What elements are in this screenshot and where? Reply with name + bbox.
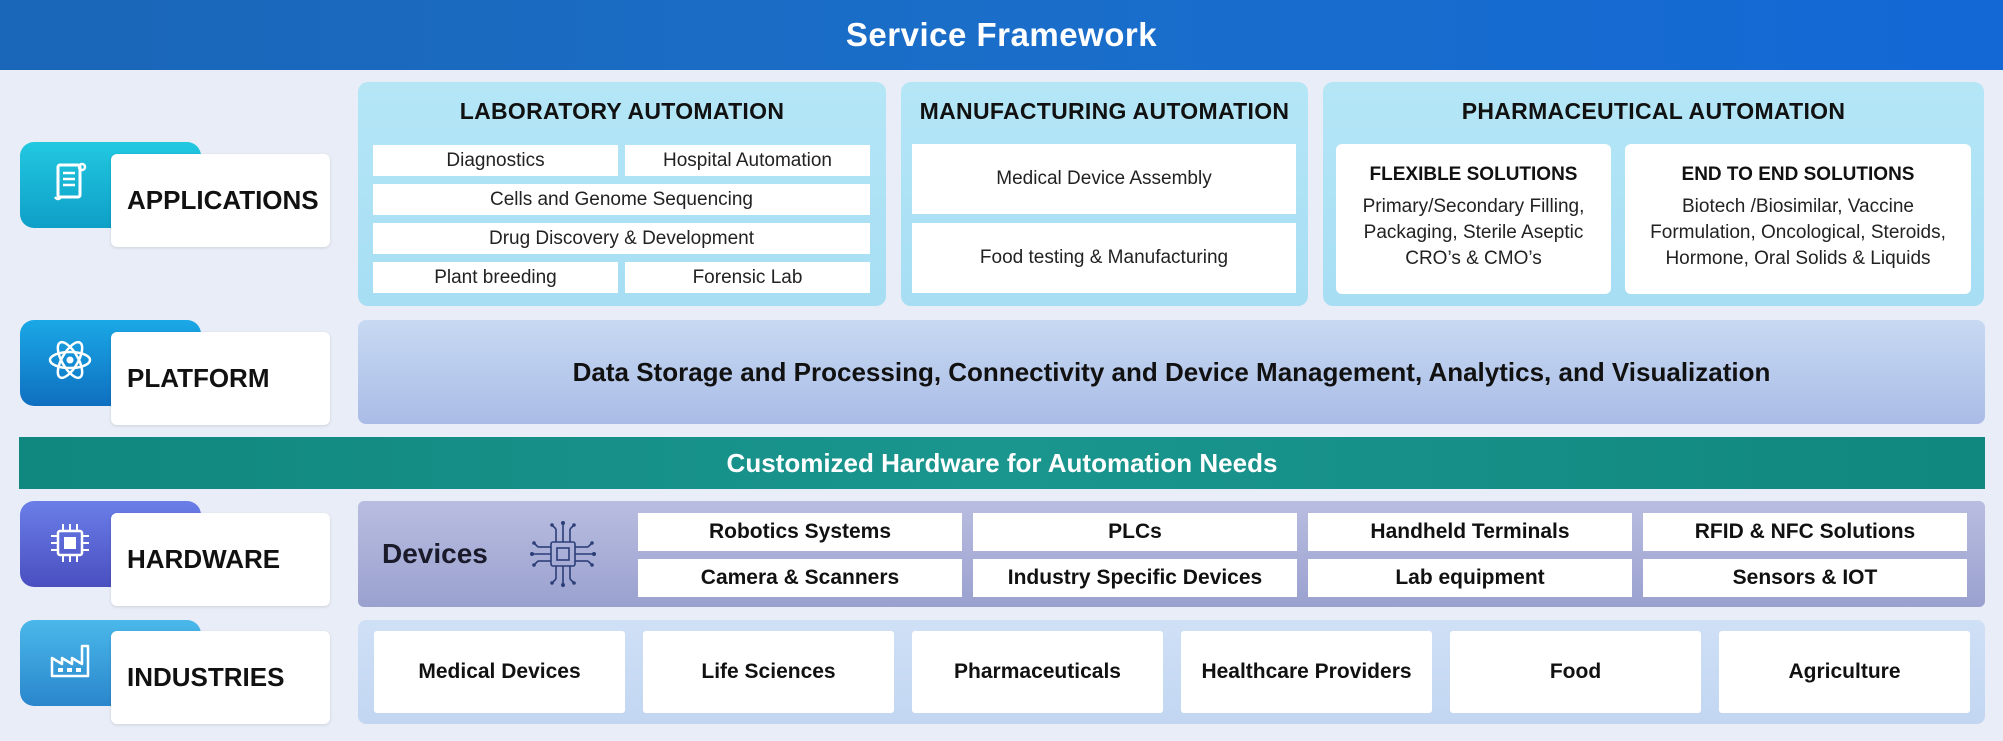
- industries-panel: [358, 620, 1985, 724]
- industry-food: Food: [1450, 631, 1701, 713]
- end-to-end-solutions-card: END TO END SOLUTIONS Biotech /Biosimilar…: [1625, 144, 1971, 294]
- laboratory-automation-title: LABORATORY AUTOMATION: [459, 98, 785, 124]
- flexible-solutions-line: Primary/Secondary Filling,: [1362, 196, 1585, 217]
- platform-label: PLATFORM: [111, 332, 330, 425]
- applications-label: APPLICATIONS: [111, 154, 330, 247]
- industry-life-sciences: Life Sciences: [643, 631, 894, 713]
- end-to-end-solutions-line: Hormone, Oral Solids & Liquids: [1665, 248, 1931, 269]
- hardware-item-handheld-terminals: Handheld Terminals: [1308, 513, 1632, 551]
- hardware-label: HARDWARE: [111, 513, 330, 606]
- end-to-end-solutions-title: END TO END SOLUTIONS: [1681, 164, 1915, 185]
- flexible-solutions-title: FLEXIBLE SOLUTIONS: [1369, 164, 1578, 185]
- industry-healthcare-providers: Healthcare Providers: [1181, 631, 1432, 713]
- atom-icon: [40, 330, 100, 390]
- manufacturing-item-food-testing: Food testing & Manufacturing: [912, 223, 1296, 293]
- end-to-end-solutions-line: Formulation, Oncological, Steroids,: [1650, 222, 1946, 243]
- end-to-end-solutions-line: Biotech /Biosimilar, Vaccine: [1682, 196, 1914, 217]
- lab-item-forensic-lab: Forensic Lab: [625, 262, 870, 293]
- hardware-item-sensors-iot: Sensors & IOT: [1643, 559, 1967, 597]
- hardware-item-robotics-systems: Robotics Systems: [638, 513, 962, 551]
- page-title: Service Framework: [0, 0, 2003, 70]
- lab-item-hospital-automation: Hospital Automation: [625, 145, 870, 176]
- lab-item-cells-genome: Cells and Genome Sequencing: [373, 184, 870, 215]
- lab-item-plant-breeding: Plant breeding: [373, 262, 618, 293]
- devices-label: Devices: [382, 538, 488, 569]
- manufacturing-automation-title: MANUFACTURING AUTOMATION: [919, 98, 1290, 124]
- hardware-item-camera-scanners: Camera & Scanners: [638, 559, 962, 597]
- lab-item-diagnostics: Diagnostics: [373, 145, 618, 176]
- document-scroll-icon: [40, 152, 100, 212]
- chip-icon: [40, 513, 100, 573]
- platform-panel: Data Storage and Processing, Connectivit…: [358, 320, 1985, 424]
- customized-hardware-banner: Customized Hardware for Automation Needs: [19, 437, 1985, 489]
- circuit-chip-icon: [526, 517, 600, 591]
- flexible-solutions-card: FLEXIBLE SOLUTIONS Primary/Secondary Fil…: [1336, 144, 1611, 294]
- industry-agriculture: Agriculture: [1719, 631, 1970, 713]
- industry-pharmaceuticals: Pharmaceuticals: [912, 631, 1163, 713]
- hardware-item-rfid-nfc: RFID & NFC Solutions: [1643, 513, 1967, 551]
- lab-item-drug-discovery: Drug Discovery & Development: [373, 223, 870, 254]
- flexible-solutions-line: CRO’s & CMO’s: [1405, 248, 1542, 269]
- hardware-item-lab-equipment: Lab equipment: [1308, 559, 1632, 597]
- industry-medical-devices: Medical Devices: [374, 631, 625, 713]
- pharmaceutical-automation-title: PHARMACEUTICAL AUTOMATION: [1461, 98, 1846, 124]
- flexible-solutions-line: Packaging, Sterile Aseptic: [1363, 222, 1584, 243]
- hardware-item-plcs: PLCs: [973, 513, 1297, 551]
- hardware-item-industry-specific-devices: Industry Specific Devices: [973, 559, 1297, 597]
- industries-label: INDUSTRIES: [111, 631, 330, 724]
- factory-icon: [40, 630, 100, 690]
- manufacturing-item-medical-device-assembly: Medical Device Assembly: [912, 144, 1296, 214]
